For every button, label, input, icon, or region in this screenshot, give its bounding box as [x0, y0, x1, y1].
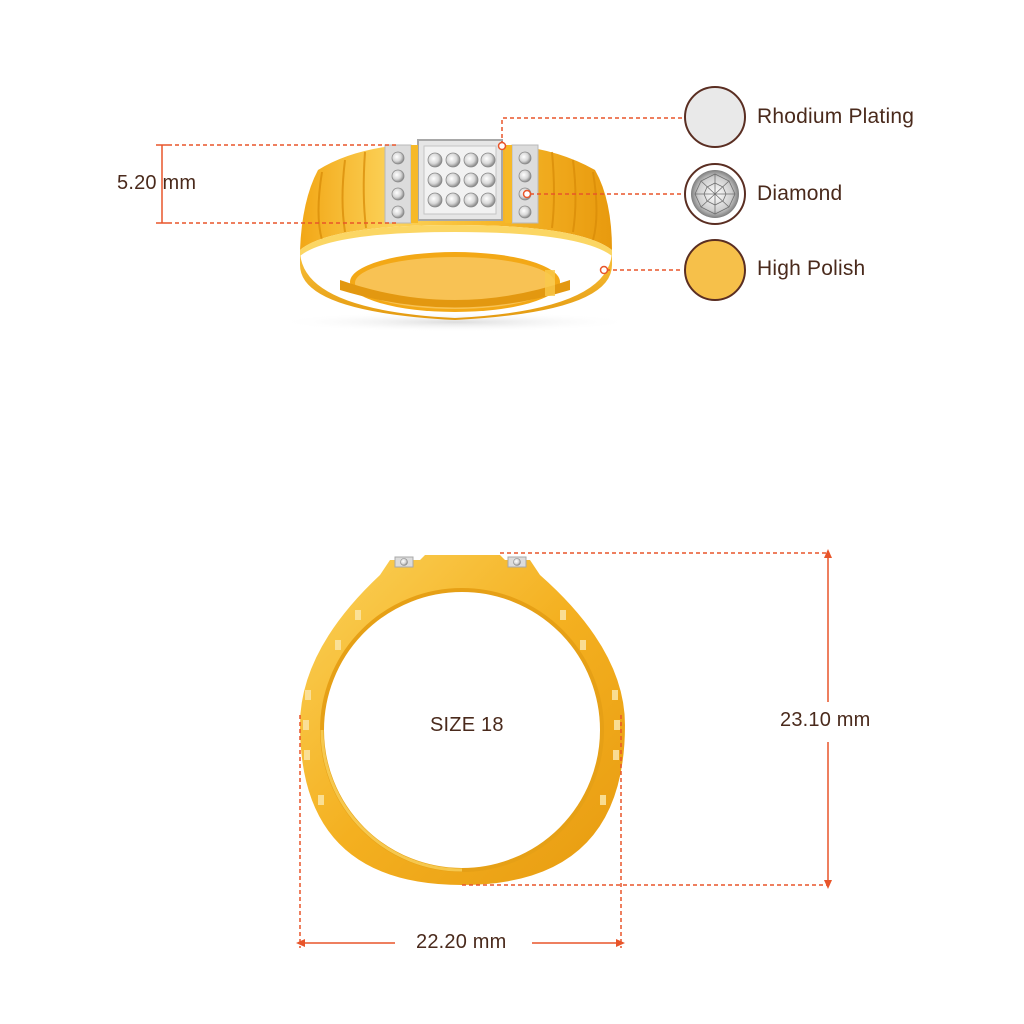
legend-label-high-polish: High Polish [757, 257, 866, 280]
ring-height-label: 23.10 mm [780, 709, 871, 731]
ring-height-dimension [462, 552, 829, 886]
diamond-swatch-icon [684, 163, 746, 225]
ring-width-label: 22.20 mm [416, 931, 507, 953]
legend-label-rhodium: Rhodium Plating [757, 105, 915, 128]
diamond-stones [391, 151, 532, 219]
ring-width-dimension [299, 715, 622, 948]
band-width-dimension [156, 144, 398, 224]
legend-label-diamond: Diamond [757, 182, 843, 205]
ring-opening [322, 590, 602, 870]
legend-leaders [501, 117, 682, 271]
ring-size-label: SIZE 18 [430, 714, 504, 736]
band-width-label: 5.20 mm [117, 172, 197, 194]
rhodium-swatch-icon [684, 86, 746, 148]
diamond-icon [691, 170, 739, 218]
ring-side-view [300, 555, 625, 885]
ring-shadow [275, 312, 635, 332]
high-polish-swatch-icon [684, 239, 746, 301]
